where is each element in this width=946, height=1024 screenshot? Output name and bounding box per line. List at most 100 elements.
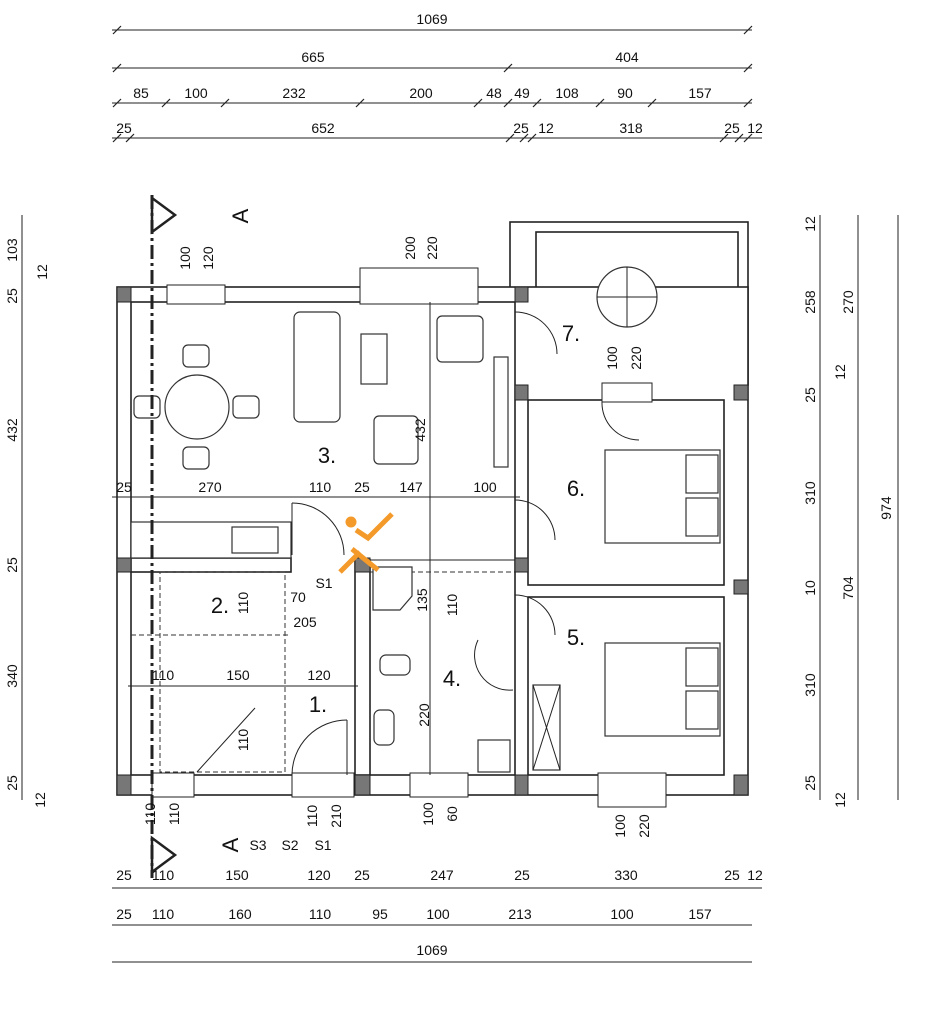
dim: 120 — [307, 667, 331, 683]
dim: 12 — [747, 120, 763, 136]
dim: 974 — [878, 496, 894, 520]
dim: 270 — [198, 479, 222, 495]
dim: 704 — [840, 576, 856, 600]
interior-dimensions: 25 270 110 25 147 100 432 110 150 120 11… — [112, 302, 520, 775]
dim: 90 — [617, 85, 633, 101]
dim: 310 — [802, 481, 818, 505]
dim: 49 — [514, 85, 530, 101]
room-7-label: 7. — [562, 321, 580, 346]
dim: 110 — [309, 479, 332, 495]
dim: 110 — [152, 906, 175, 922]
dim: 157 — [688, 85, 712, 101]
opening-dim: 210 — [328, 804, 344, 828]
dim: 25 — [116, 479, 132, 495]
dim: 70 — [290, 589, 306, 605]
dim: 340 — [4, 664, 20, 688]
dim: 25 — [354, 479, 370, 495]
dim: 150 — [226, 667, 250, 683]
dim: 12 — [832, 792, 848, 808]
dim: 258 — [802, 290, 818, 314]
dim: 25 — [724, 867, 740, 883]
opening-dim: 200 — [402, 236, 418, 260]
dim: 432 — [412, 418, 428, 442]
top-dimensions: 1069 665 404 85 100 232 200 48 49 108 90… — [112, 11, 763, 143]
dim: 85 — [133, 85, 149, 101]
dim: 25 — [4, 288, 20, 304]
room-6-label: 6. — [567, 476, 585, 501]
dim: 12 — [538, 120, 554, 136]
section-s3: S3 — [249, 837, 266, 853]
section-s1: S1 — [314, 837, 331, 853]
watermark-logo — [338, 512, 394, 574]
dim: 12 — [32, 792, 48, 808]
dim: 100 — [473, 479, 497, 495]
dim: 25 — [116, 120, 132, 136]
room-labels: 1. 2. 3. 4. 5. 6. 7. — [211, 321, 585, 717]
dim: 147 — [399, 479, 423, 495]
dim: 25 — [116, 906, 132, 922]
dim: 665 — [301, 49, 325, 65]
furniture — [130, 195, 721, 878]
section-s2: S2 — [281, 837, 298, 853]
opening-dim: 100 — [420, 802, 436, 826]
dim: 12 — [802, 216, 818, 232]
dim: 100 — [610, 906, 634, 922]
dim: 110 — [309, 906, 332, 922]
dim: 110 — [235, 592, 251, 615]
dim: 247 — [430, 867, 454, 883]
opening-dim: 110 — [304, 805, 320, 828]
dim: 100 — [184, 85, 208, 101]
dim: 330 — [614, 867, 638, 883]
room-2-label: 2. — [211, 593, 229, 618]
left-dimensions: 103 25 432 25 340 25 12 12 — [4, 215, 50, 808]
section-mark-bottom: A — [218, 837, 243, 852]
opening-dim: 220 — [628, 346, 644, 370]
dim: 25 — [514, 867, 530, 883]
dim: 100 — [426, 906, 450, 922]
opening-dim: 100 — [612, 814, 628, 838]
opening-dim: 110 — [142, 803, 158, 826]
dim: 157 — [688, 906, 712, 922]
dim: 10 — [802, 580, 818, 596]
opening-dim: 100 — [604, 346, 620, 370]
dim: 25 — [116, 867, 132, 883]
dim: 652 — [311, 120, 335, 136]
right-dimensions: 12 258 25 310 10 310 25 12 270 12 704 97… — [802, 215, 899, 808]
dim: 310 — [802, 673, 818, 697]
dim: 135 — [414, 588, 430, 612]
dim: 95 — [372, 906, 388, 922]
bottom-dimensions: 25 110 150 120 25 247 25 330 25 12 25 11… — [112, 867, 763, 963]
dim: 404 — [615, 49, 639, 65]
dim: 110 — [444, 594, 460, 617]
dim: 432 — [4, 418, 20, 442]
dim: 270 — [840, 290, 856, 314]
opening-dim: 110 — [166, 803, 182, 826]
dim: 200 — [409, 85, 433, 101]
section-marks: A A S3 S2 S1 — [218, 208, 332, 853]
room-5-label: 5. — [567, 625, 585, 650]
dim: 220 — [416, 703, 432, 727]
dim: 25 — [802, 387, 818, 403]
opening-dim: 220 — [424, 236, 440, 260]
dim: 25 — [724, 120, 740, 136]
opening-dim: 60 — [444, 806, 460, 822]
dim: 108 — [555, 85, 579, 101]
opening-dim: 120 — [200, 246, 216, 270]
dim: 110 — [152, 867, 175, 883]
dim: 12 — [832, 364, 848, 380]
dim: 150 — [225, 867, 249, 883]
dim: 110 — [235, 729, 251, 752]
door-s1-label: S1 — [315, 575, 332, 591]
dim: 25 — [4, 775, 20, 791]
room-4-label: 4. — [443, 666, 461, 691]
dim: 213 — [508, 906, 532, 922]
dim: 12 — [34, 264, 50, 280]
room-3-label: 3. — [318, 443, 336, 468]
dim: 205 — [293, 614, 317, 630]
dim: 110 — [152, 667, 175, 683]
opening-labels: 100 120 200 220 100 220 110 110 110 210 … — [142, 236, 652, 838]
dim: 103 — [4, 238, 20, 262]
dim: 25 — [4, 557, 20, 573]
dim: 25 — [802, 775, 818, 791]
